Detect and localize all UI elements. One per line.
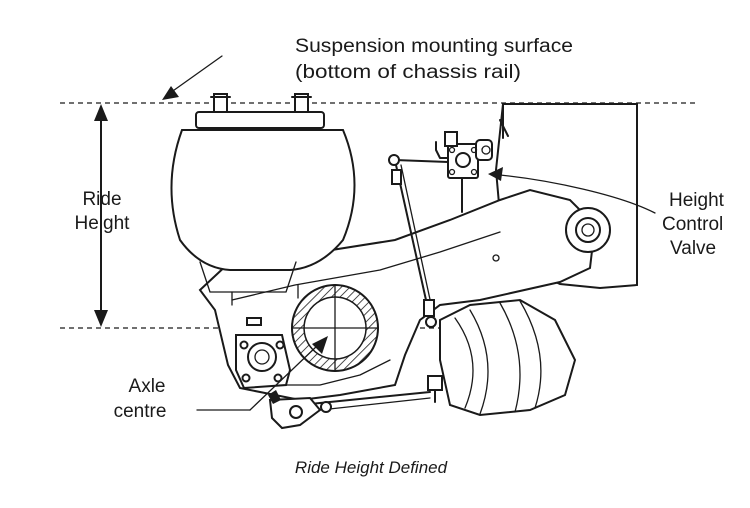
axle-label-line1: Axle: [129, 376, 166, 397]
ride-height-label-line2: Height: [75, 213, 131, 234]
valve-label-line2: Control: [662, 214, 723, 235]
diagram-caption: Ride Height Defined: [295, 458, 448, 477]
axle-clamp-plate: [235, 334, 292, 390]
axle-centre-pointer: [196, 336, 328, 411]
mounting-surface-label-line1: Suspension mounting surface: [295, 36, 573, 57]
height-control-valve: [388, 131, 493, 328]
mounting-surface-pointer: [162, 55, 223, 100]
valve-pointer: [488, 167, 656, 214]
mounting-surface-label-line2: (bottom of chassis rail): [295, 62, 521, 83]
air-spring: [170, 93, 356, 306]
brake-chamber: [427, 298, 577, 417]
pivot-bushing: [565, 207, 611, 253]
slack-adjuster: [268, 390, 431, 430]
axle-label-line2: centre: [114, 401, 167, 422]
ride-height-label-line1: Ride: [82, 189, 121, 210]
valve-label-line3: Valve: [670, 238, 716, 259]
valve-label-line1: Height: [669, 190, 725, 211]
ride-height-dimension: [94, 104, 108, 327]
